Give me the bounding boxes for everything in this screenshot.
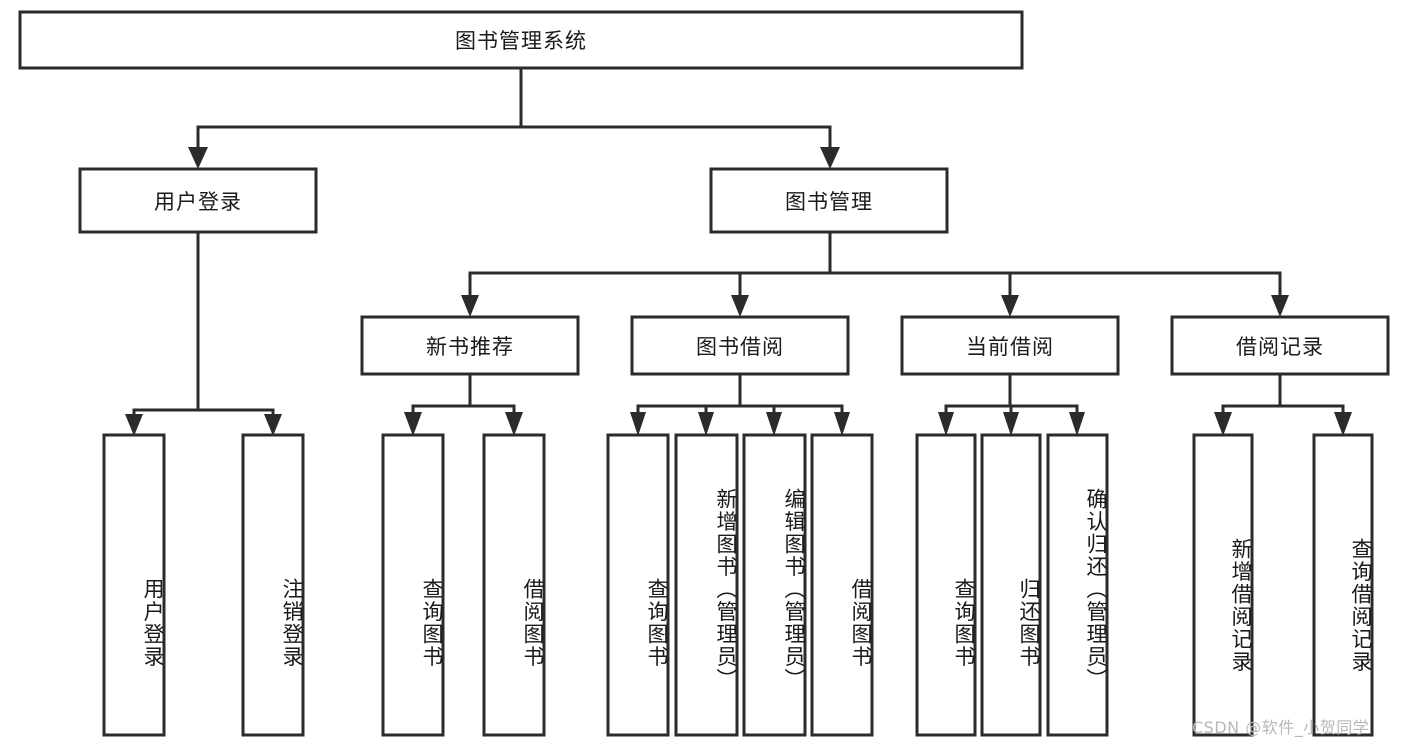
leaf-box-book-borrow-2[interactable] xyxy=(742,433,807,737)
leaf-box-user-login-1[interactable] xyxy=(241,433,305,737)
leaf-box-new-book-1[interactable] xyxy=(482,433,546,737)
leaf-box-user-login-0[interactable] xyxy=(102,433,166,737)
arrow-head-icon xyxy=(264,414,282,436)
node-box-borrow-record[interactable] xyxy=(1170,315,1390,376)
arrow-head-icon xyxy=(1214,412,1232,436)
leaf-box-borrow-record-1[interactable] xyxy=(1312,433,1374,737)
connector-group-book-management xyxy=(461,230,1289,317)
node-box-book-management[interactable] xyxy=(709,167,949,234)
node-box-new-book-recommend[interactable] xyxy=(360,315,580,376)
arrow-head-icon xyxy=(461,295,479,317)
arrow-head-icon xyxy=(1001,295,1019,317)
leaf-box-current-borrow-1[interactable] xyxy=(980,433,1042,737)
arrow-head-icon xyxy=(188,147,208,169)
node-box-user-login[interactable] xyxy=(78,167,318,234)
arrow-head-icon xyxy=(698,412,714,436)
leaf-box-book-borrow-0[interactable] xyxy=(606,433,670,737)
arrow-head-icon xyxy=(1271,295,1289,317)
arrow-head-icon xyxy=(834,412,850,436)
watermark-text: CSDN @软件_小贺同学 xyxy=(1192,718,1370,737)
leaf-box-book-borrow-3[interactable] xyxy=(810,433,874,737)
arrow-head-icon xyxy=(125,414,143,436)
connector-group-current-borrow xyxy=(938,372,1085,436)
leaf-box-current-borrow-2[interactable] xyxy=(1046,433,1109,737)
node-box-book-borrow[interactable] xyxy=(630,315,850,376)
connector-group-borrow-record xyxy=(1214,372,1352,436)
arrow-head-icon xyxy=(731,295,749,317)
arrow-head-icon xyxy=(630,412,646,436)
node-box-root[interactable] xyxy=(18,10,1024,70)
leaf-box-new-book-0[interactable] xyxy=(381,433,445,737)
connector-group-book-borrow xyxy=(630,372,850,436)
leaf-box-book-borrow-1[interactable] xyxy=(674,433,739,737)
node-box-current-borrow[interactable] xyxy=(900,315,1120,376)
leaf-box-current-borrow-0[interactable] xyxy=(915,433,977,737)
arrow-head-icon xyxy=(505,412,523,436)
connector-group-root xyxy=(188,66,840,169)
arrow-head-icon xyxy=(1334,412,1352,436)
connector-group-new-book xyxy=(404,372,523,436)
arrow-head-icon xyxy=(404,412,422,436)
arrow-head-icon xyxy=(938,412,954,436)
arrow-head-icon xyxy=(1003,412,1019,436)
connector-group-user-login xyxy=(125,230,282,436)
arrow-head-icon xyxy=(1069,412,1085,436)
arrow-head-icon xyxy=(766,412,782,436)
leaf-box-borrow-record-0[interactable] xyxy=(1192,433,1254,737)
arrow-head-icon xyxy=(820,147,840,169)
